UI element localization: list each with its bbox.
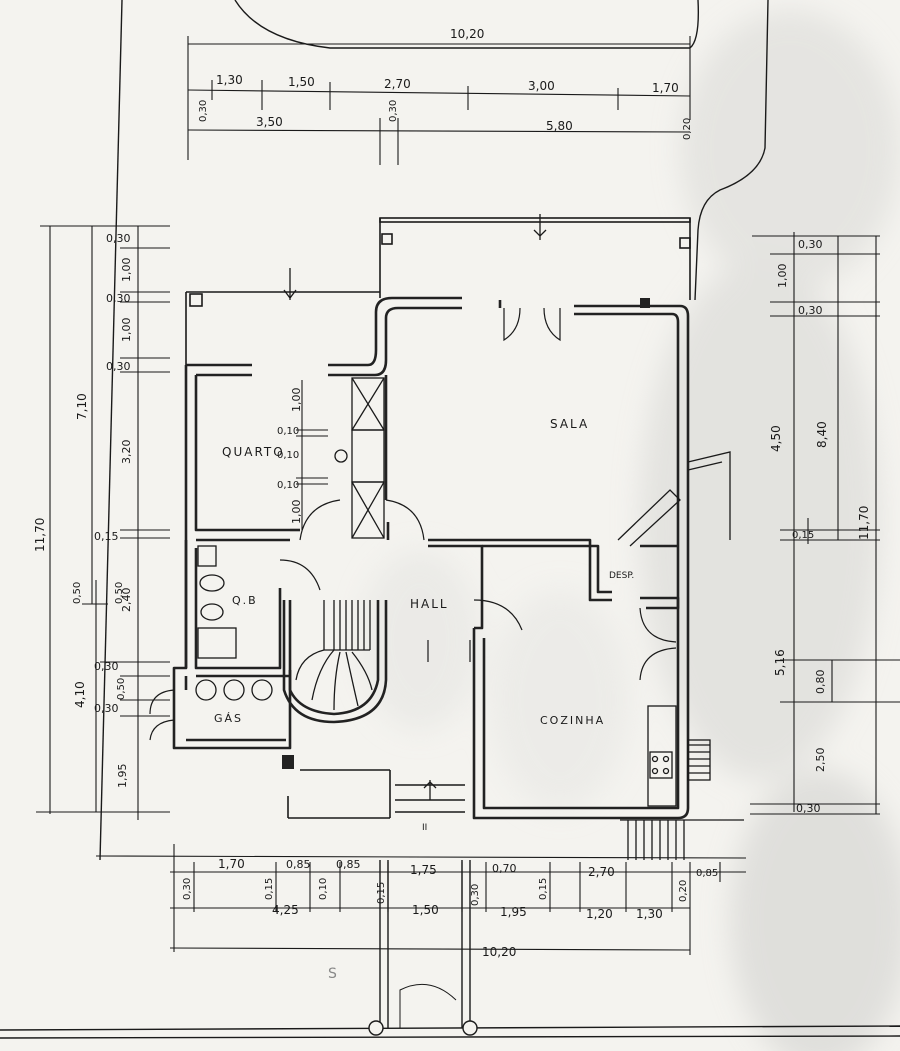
paper-stains — [360, 10, 900, 1051]
dim-right-5: 0,15 — [792, 530, 814, 541]
dim-left-10: 0,30 — [94, 660, 119, 673]
dim-bottom-row2-5: 0,15 — [376, 882, 387, 904]
dim-left-mid-1: 7,10 — [75, 393, 89, 420]
dim-top-1: 1,30 — [216, 73, 243, 87]
dim-bottom-3: 0,85 — [336, 858, 361, 871]
dim-left-7: 0,15 — [94, 530, 119, 543]
gas-bottle — [195, 679, 217, 701]
dim-bottom-row2-11: 1,30 — [636, 907, 663, 921]
dim-left-12: 0,30 — [94, 702, 119, 715]
dim-top-3: 2,70 — [384, 77, 411, 91]
room-label-quarto: QUARTO — [222, 445, 285, 459]
dim-bottom-row2-2: 0,15 — [264, 878, 275, 900]
doors — [149, 307, 677, 741]
dim-top-5: 1,70 — [652, 81, 679, 95]
terrace-lines — [185, 217, 691, 819]
dim-right-6: 5,16 — [773, 649, 787, 676]
dim-right-8: 2,50 — [814, 748, 827, 773]
dim-left-1: 0,30 — [106, 232, 131, 245]
dimension-labels: 10,20 1,30 1,50 2,70 3,00 1,70 0,30 3,50… — [33, 27, 871, 982]
dim-left-11: 0,50 — [116, 678, 127, 700]
dim-right-9: 0,30 — [796, 802, 821, 815]
dim-bottom-row2-6: 1,50 — [412, 903, 439, 917]
dim-quarto-1: 1,00 — [290, 388, 303, 413]
dim-left-5: 0,30 — [106, 360, 131, 373]
staircase — [295, 600, 373, 711]
dim-left-9: 0,50 — [114, 582, 125, 604]
dim-bottom-6: 2,70 — [588, 865, 615, 879]
dim-left-6: 3,20 — [120, 440, 133, 465]
dim-right-mid: 8,40 — [815, 421, 829, 448]
room-label-wc: Q.B — [232, 594, 258, 607]
dim-quarto-5: 1,00 — [290, 500, 303, 525]
kitchen-counter — [647, 705, 677, 807]
dim-bottom-total: 10,20 — [482, 945, 516, 959]
dim-left-2: 1,00 — [120, 258, 133, 283]
wall-columns — [282, 298, 650, 769]
dim-left-4: 1,00 — [120, 318, 133, 343]
dim-bottom-row2-3: 4,25 — [272, 903, 299, 917]
dim-bottom-5: 0,70 — [492, 862, 517, 875]
bottom-tick-mark: II — [422, 823, 427, 833]
dim-top-4: 3,00 — [528, 79, 555, 93]
dim-top-row2-2: 3,50 — [256, 115, 283, 129]
room-labels: SALA QUARTO HALL COZINHA Q.B GÁS DESP. — [214, 417, 634, 727]
dim-bottom-row2-9: 1,95 — [500, 905, 527, 919]
room-label-sala: SALA — [550, 417, 589, 431]
dimension-lines — [36, 36, 900, 955]
dim-bottom-row2-8: 0,15 — [538, 878, 549, 900]
dim-right-4: 4,50 — [769, 425, 783, 452]
shower — [197, 627, 237, 659]
toilet — [197, 545, 217, 567]
bottom-s-mark: S — [328, 966, 337, 982]
dim-right-outer: 11,70 — [857, 506, 871, 540]
dim-right-2: 1,00 — [776, 264, 789, 289]
dim-bottom-row2-4: 0,10 — [318, 878, 329, 900]
dim-left-3: 0,30 — [106, 292, 131, 305]
dim-top-row2-5: 0,20 — [682, 118, 693, 140]
dim-left-outer: 11,70 — [33, 518, 47, 552]
dim-top-total: 10,20 — [450, 27, 484, 41]
back-steps — [620, 819, 744, 860]
dim-bottom-row2-1: 0,30 — [182, 878, 193, 900]
dim-quarto-2: 0,10 — [277, 426, 299, 437]
dim-left-13: 1,95 — [116, 764, 129, 789]
room-label-hall: HALL — [410, 597, 449, 611]
dim-bottom-row2-7: 0,30 — [470, 884, 481, 906]
dim-bottom-4: 1,75 — [410, 863, 437, 877]
walls — [172, 296, 690, 820]
dim-right-1: 0,30 — [798, 238, 823, 251]
room-label-cozinha: COZINHA — [540, 714, 605, 727]
dim-top-row2-3: 0,30 — [388, 100, 399, 122]
room-label-gas: GÁS — [214, 712, 243, 725]
dim-bottom-row2-12: 0,20 — [678, 880, 689, 902]
dim-top-row2-4: 5,80 — [546, 119, 573, 133]
room-label-despensa: DESP. — [609, 571, 634, 581]
dim-bottom-1: 1,70 — [218, 857, 245, 871]
dim-right-7: 0,80 — [814, 670, 827, 695]
dim-bottom-row2-10: 1,20 — [586, 907, 613, 921]
dim-quarto-3: 0,10 — [277, 450, 299, 461]
dim-bottom-2: 0,85 — [286, 858, 311, 871]
dim-top-row2-1: 0,30 — [198, 100, 209, 122]
dim-left-8: 2,40 — [120, 588, 133, 613]
section-markers — [283, 214, 547, 800]
dim-quarto-4: 0,10 — [277, 480, 299, 491]
dim-bottom-7: 0,85 — [696, 868, 718, 879]
dim-right-3: 0,30 — [798, 304, 823, 317]
dim-left-mid-2: 4,10 — [73, 681, 87, 708]
fixtures — [195, 377, 744, 860]
dim-left-small: 0,50 — [72, 582, 83, 604]
dim-top-2: 1,50 — [288, 75, 315, 89]
